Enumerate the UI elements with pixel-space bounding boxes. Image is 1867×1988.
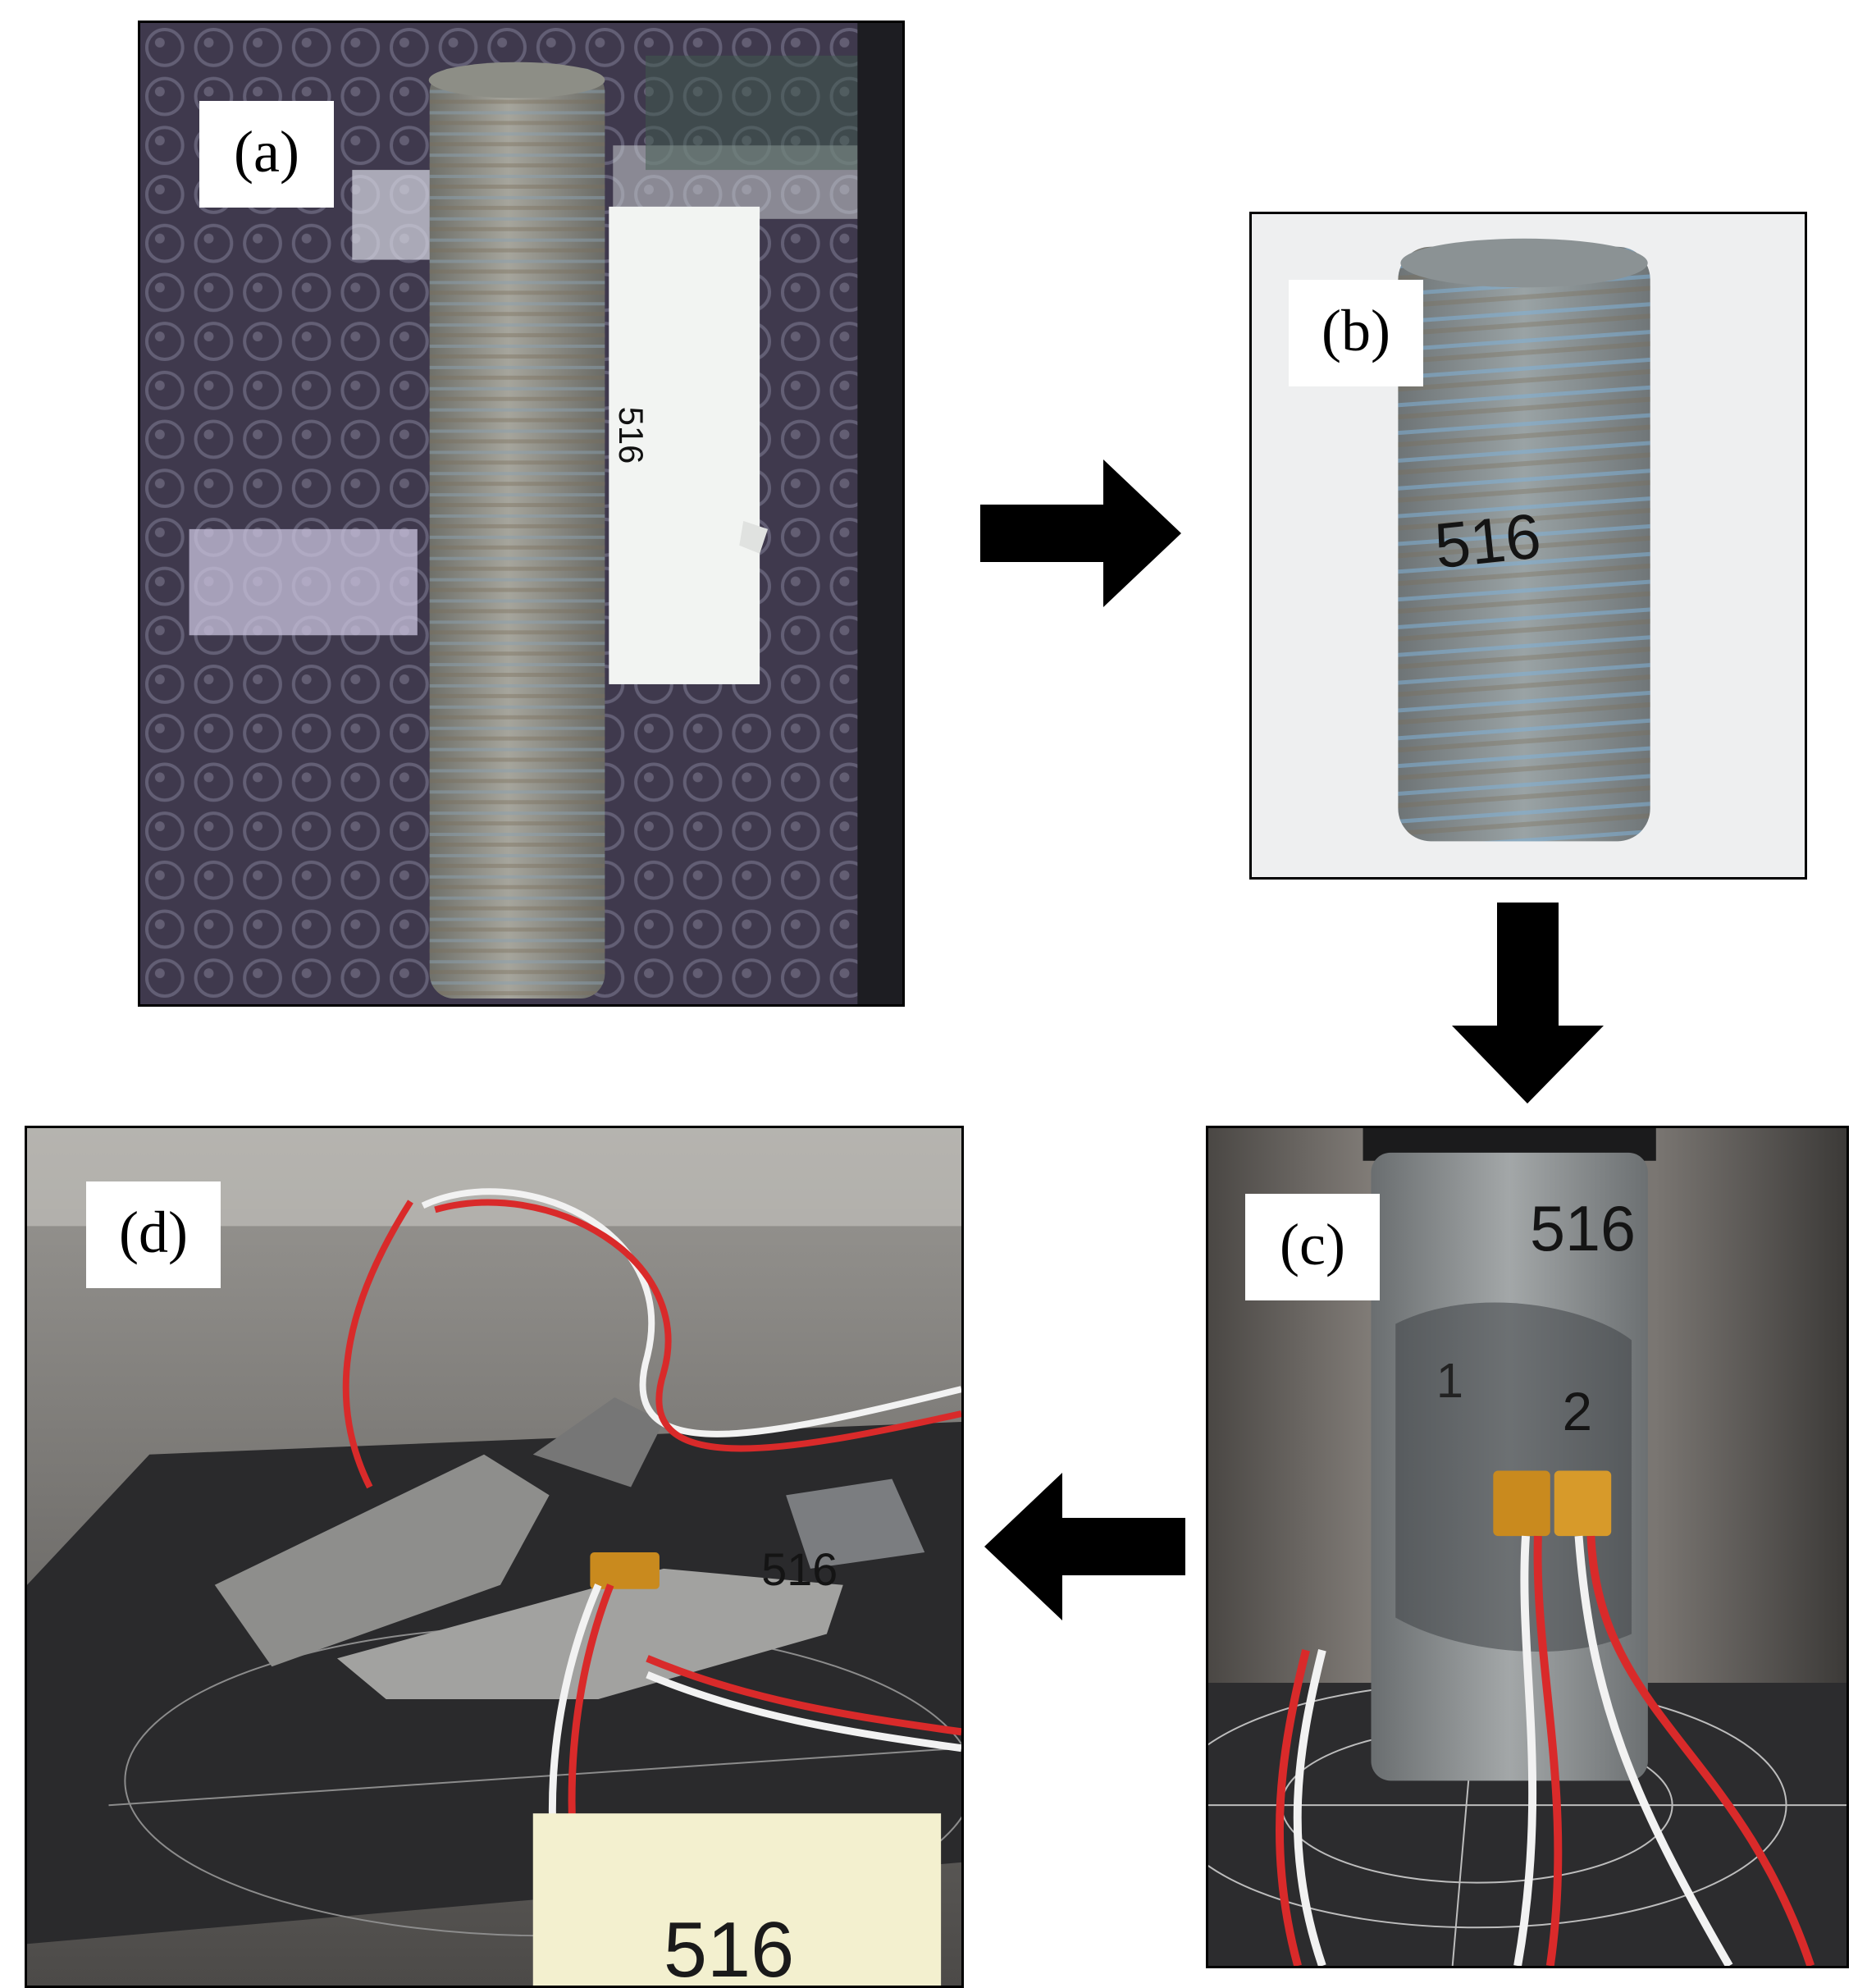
sample-tag-d: 516 bbox=[761, 1544, 838, 1595]
sample-tag-b: 516 bbox=[1431, 500, 1544, 582]
strain-gauge-2 bbox=[1554, 1470, 1612, 1537]
core-with-strain-gauges-photo: 516 1 2 bbox=[1208, 1128, 1846, 1966]
sample-tag-a: 516 bbox=[612, 407, 650, 464]
photo-panel-a: 516 (a) bbox=[138, 21, 905, 1007]
panel-label-a: (a) bbox=[199, 101, 334, 208]
photo-panel-d: 516 516 (d) bbox=[25, 1126, 964, 1988]
panel-label-c: (c) bbox=[1245, 1194, 1380, 1300]
arrow-down-icon bbox=[1452, 903, 1604, 1104]
strain-gauge-fractured bbox=[590, 1552, 660, 1589]
gauge-mark-2: 2 bbox=[1563, 1382, 1592, 1442]
photo-panel-c: 516 1 2 (c) bbox=[1206, 1126, 1849, 1968]
core-sample-photo-a: 516 bbox=[140, 23, 902, 1004]
arrow-left-icon bbox=[984, 1473, 1185, 1620]
core-sample-photo-b: 516 bbox=[1252, 214, 1805, 877]
panel-label-d: (d) bbox=[86, 1181, 221, 1288]
sample-tag-c: 516 bbox=[1530, 1194, 1636, 1264]
panel-label-b: (b) bbox=[1289, 280, 1423, 386]
photo-panel-b: 516 (b) bbox=[1249, 212, 1807, 880]
note-tag-d: 516 bbox=[664, 1907, 794, 1986]
strain-gauge-1 bbox=[1493, 1470, 1550, 1537]
arrow-right-icon bbox=[980, 459, 1181, 607]
gauge-mark-1: 1 bbox=[1436, 1353, 1463, 1408]
